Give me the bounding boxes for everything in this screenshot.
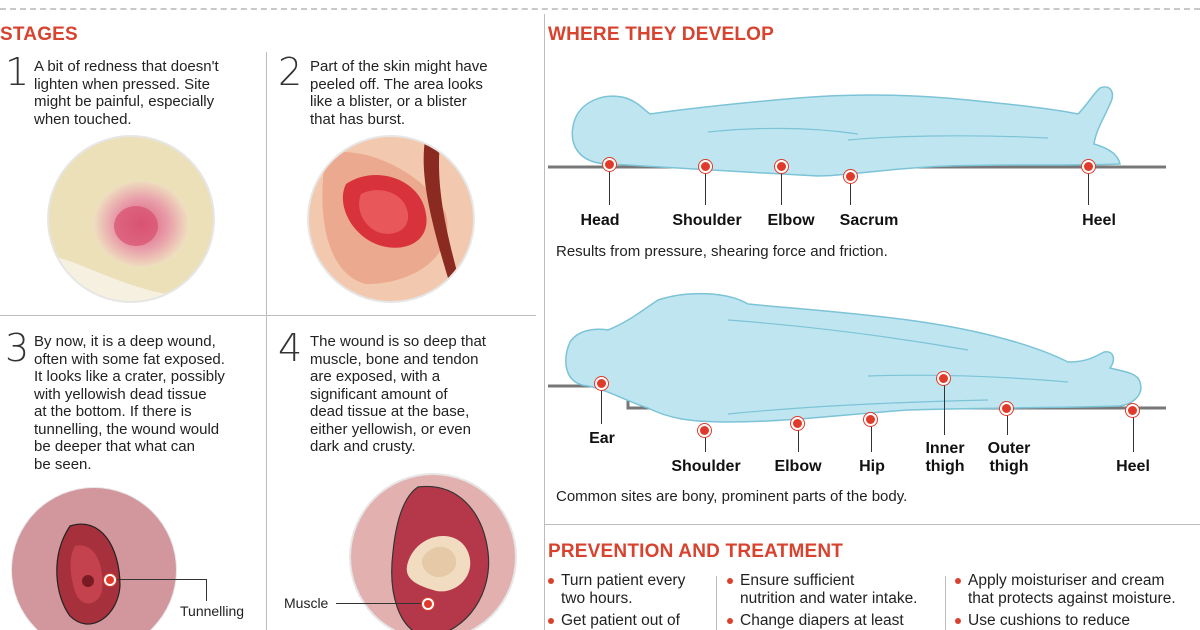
supine-label-heel: Heel <box>1082 212 1116 229</box>
tunnelling-leader-line-vertical <box>206 579 207 601</box>
stage-4-text: The wound is so deep that muscle, bone a… <box>310 333 486 455</box>
tunnelling-leader-line <box>110 579 206 580</box>
side-elbow-marker <box>791 417 804 430</box>
side-body-diagram <box>548 292 1166 423</box>
stage-1-number: 1 <box>5 50 30 94</box>
side-label-inner-thigh: Inner thigh <box>925 440 965 475</box>
prevention-column-2: Ensure sufficient nutrition and water in… <box>727 572 939 630</box>
prevention-item: Apply moisturiser and cream that protect… <box>955 572 1199 608</box>
side-inner-thigh-leader <box>944 385 945 435</box>
stage-3-number: 3 <box>5 326 30 370</box>
tunnelling-label: Tunnelling <box>180 603 245 619</box>
side-label-outer-thigh: Outer thigh <box>987 440 1031 475</box>
stage-2-number: 2 <box>278 50 303 94</box>
tunnelling-marker <box>104 574 116 586</box>
muscle-leader-line <box>336 603 426 604</box>
side-ear-marker <box>595 377 608 390</box>
side-label-hip: Hip <box>859 458 885 475</box>
supine-head-leader <box>609 165 610 205</box>
supine-label-elbow: Elbow <box>767 212 815 229</box>
stage-3-wound-image <box>11 487 177 630</box>
supine-sacrum-leader <box>850 177 851 205</box>
supine-elbow-marker <box>775 160 788 173</box>
side-hip-leader <box>871 426 872 452</box>
side-elbow-leader <box>798 430 799 452</box>
supine-label-shoulder: Shoulder <box>672 212 742 229</box>
prevention-item: Use cushions to reduce <box>955 612 1199 630</box>
prevention-column-3: Apply moisturiser and cream that protect… <box>955 572 1199 630</box>
supine-shoulder-leader <box>705 167 706 205</box>
prevention-heading: PREVENTION AND TREATMENT <box>548 541 844 562</box>
stage-1-text: A bit of redness that doesn't lighten wh… <box>34 58 219 128</box>
stage-1-wound-image <box>47 135 215 303</box>
prevention-item: Get patient out of <box>548 612 713 630</box>
supine-sacrum-marker <box>844 170 857 183</box>
side-label-shoulder: Shoulder <box>671 458 741 475</box>
prevention-item: Change diapers at least <box>727 612 939 630</box>
side-inner-thigh-marker <box>937 372 950 385</box>
where-heading: WHERE THEY DEVELOP <box>548 24 775 45</box>
stages-divider-horizontal <box>0 315 536 316</box>
side-heel-marker <box>1126 404 1139 417</box>
prevention-item: Ensure sufficient nutrition and water in… <box>727 572 939 608</box>
stage-4-number: 4 <box>278 326 303 370</box>
side-hip-marker <box>864 413 877 426</box>
prevention-col-divider-1 <box>716 576 717 630</box>
top-divider <box>0 8 1200 10</box>
supine-caption: Results from pressure, shearing force an… <box>556 243 888 260</box>
side-outer-thigh-leader <box>1007 415 1008 435</box>
prevention-item: Turn patient every two hours. <box>548 572 713 608</box>
prevention-divider <box>544 524 1200 525</box>
supine-shoulder-marker <box>699 160 712 173</box>
side-heel-leader <box>1133 417 1134 452</box>
supine-heel-leader <box>1088 167 1089 205</box>
stages-divider-vertical <box>266 52 267 630</box>
side-label-heel: Heel <box>1116 458 1150 475</box>
muscle-label: Muscle <box>284 595 329 611</box>
stage-4-wound-image <box>349 473 517 630</box>
stage-3-text: By now, it is a deep wound, often with s… <box>34 333 225 473</box>
side-label-ear: Ear <box>589 430 615 447</box>
side-caption: Common sites are bony, prominent parts o… <box>556 488 908 505</box>
supine-heel-marker <box>1082 160 1095 173</box>
stages-heading: STAGES <box>0 24 78 45</box>
supine-elbow-leader <box>781 167 782 205</box>
side-outer-thigh-marker <box>1000 402 1013 415</box>
side-shoulder-leader <box>705 436 706 452</box>
supine-head-marker <box>603 158 616 171</box>
prevention-col-divider-2 <box>945 576 946 630</box>
side-label-elbow: Elbow <box>774 458 822 475</box>
muscle-marker <box>422 598 434 610</box>
prevention-column-1: Turn patient every two hours. Get patien… <box>548 572 713 630</box>
section-divider <box>544 14 545 630</box>
supine-body-diagram <box>548 86 1166 177</box>
supine-label-sacrum: Sacrum <box>839 212 899 229</box>
stage-2-text: Part of the skin might have peeled off. … <box>310 58 488 128</box>
side-ear-leader <box>601 390 602 424</box>
side-shoulder-marker <box>698 424 711 437</box>
supine-label-head: Head <box>580 212 620 229</box>
stage-2-wound-image <box>307 135 475 303</box>
